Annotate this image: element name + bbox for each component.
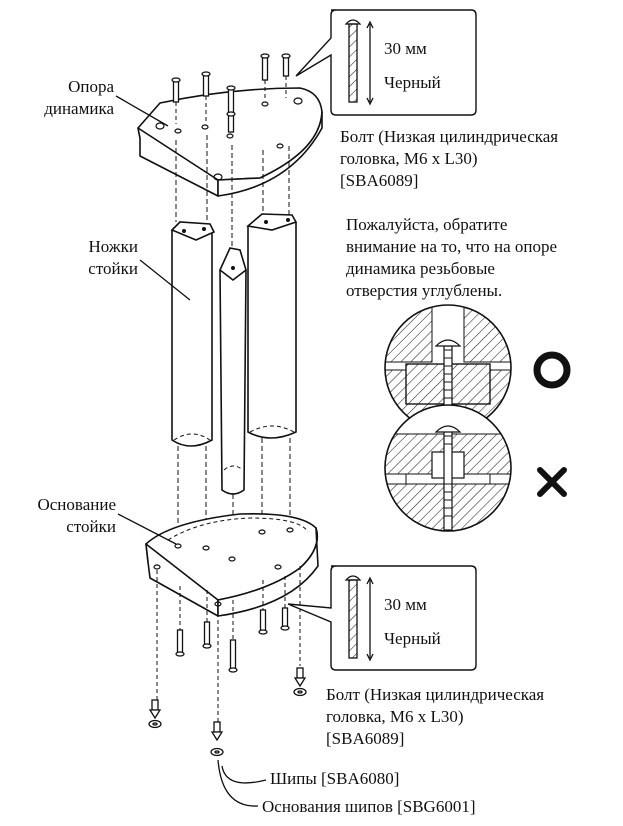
speaker-support-label-line1: Опора (68, 77, 114, 96)
speaker-support-label-line2: динамика (44, 99, 114, 118)
bolt-bottom-length: 30 мм (384, 595, 427, 614)
note-line2: внимание на то, что на опоре (346, 237, 558, 256)
recessed-holes-note: Пожалуйста, обратите внимание на то, что… (346, 214, 557, 302)
leader-lines (115, 95, 267, 807)
top-bolt-dash-lines (175, 76, 287, 124)
bolt-bottom-desc-line1: Болт (Низкая цилиндрическая (326, 685, 545, 704)
bolt-top-color: Черный (384, 73, 441, 92)
base-plate-holes (153, 527, 294, 607)
stand-legs-label-line1: Ножки (88, 237, 138, 256)
spikes-label: Шипы [SBA6080] (270, 769, 400, 788)
bolt-callout-bottom-box (287, 565, 477, 671)
circle-correct-icon (533, 351, 571, 389)
base-plate-dash-outline (167, 517, 309, 541)
cross-incorrect-icon (537, 467, 567, 497)
leg-bottom-dash (173, 425, 295, 471)
leg-holes (182, 218, 290, 270)
bolt-bottom-desc-line3: [SBA6089] (326, 729, 405, 748)
note-line1: Пожалуйста, обратите (346, 215, 508, 234)
note-line3: динамика резьбовые (346, 259, 495, 278)
top-to-legs-dash-lines (175, 135, 290, 255)
stand-legs (170, 213, 298, 495)
stand-legs-label: Ножки стойки (20, 236, 138, 280)
top-bolts (171, 53, 291, 133)
bolt-top-description: Болт (Низкая цилиндрическая головка, M6 … (340, 126, 558, 192)
stand-base-label: Основание стойки (0, 494, 116, 538)
bolt-top-desc-line2: головка, M6 x L30) (340, 149, 478, 168)
top-plate-holes (155, 97, 303, 181)
bolt-bottom-desc-line2: головка, M6 x L30) (326, 707, 464, 726)
bolt-top-desc-line3: [SBA6089] (340, 171, 419, 190)
stand-base-label-line1: Основание (37, 495, 116, 514)
bolt-top-length: 30 мм (384, 39, 427, 58)
bolt-top-desc-line1: Болт (Низкая цилиндрическая (340, 127, 559, 146)
bolt-bottom-color: Черный (384, 629, 441, 648)
bolt-callout-top-bolt (344, 19, 374, 106)
bolt-callout-bottom-bolt (344, 575, 374, 662)
spike-bases (148, 687, 307, 757)
stand-base-label-line2: стойки (66, 517, 116, 536)
bolt-callout-top-box (295, 9, 477, 116)
spike-bases-label: Основания шипов [SBG6001] (262, 797, 476, 816)
bottom-bolts (175, 607, 290, 673)
spikes (148, 667, 307, 742)
speaker-support-label: Опора динамика (20, 76, 114, 120)
incorrect-cross-section (384, 404, 512, 532)
bottom-dash-lines (156, 566, 301, 724)
stand-legs-label-line2: стойки (88, 259, 138, 278)
note-line4: отверстия углублены. (346, 281, 503, 300)
bolt-bottom-description: Болт (Низкая цилиндрическая головка, M6 … (326, 684, 544, 750)
